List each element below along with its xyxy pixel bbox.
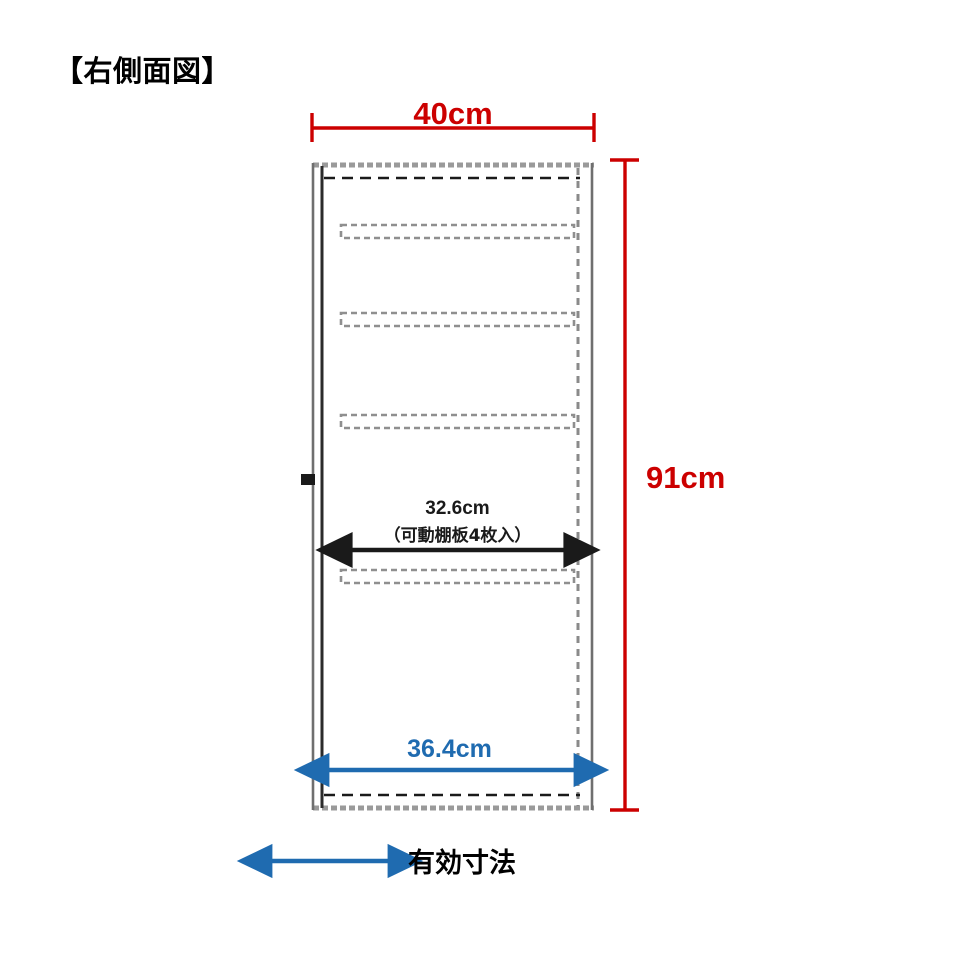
top-width-dimension-group	[310, 113, 596, 142]
right-height-dimension-group	[610, 158, 639, 812]
page-title: 【右側面図】	[54, 54, 232, 88]
inner-width-label: 36.4cm	[407, 735, 492, 763]
shelf-board-2	[339, 311, 576, 328]
inner-shelf-depth-note: （可動棚板4枚入）	[383, 526, 532, 546]
overall-height-label: 91cm	[646, 460, 726, 495]
legend-label: 有効寸法	[408, 848, 516, 879]
inner-shelf-depth-label: 32.6cm	[425, 498, 490, 519]
overall-width-label: 40cm	[413, 96, 493, 131]
shelf-board-3	[339, 413, 576, 430]
shelf-board-4	[339, 568, 576, 585]
door-handle-icon	[301, 474, 315, 485]
cabinet-body-group	[301, 162, 594, 811]
shelf-board-1	[339, 223, 576, 240]
adjustable-shelves-group	[339, 223, 576, 585]
